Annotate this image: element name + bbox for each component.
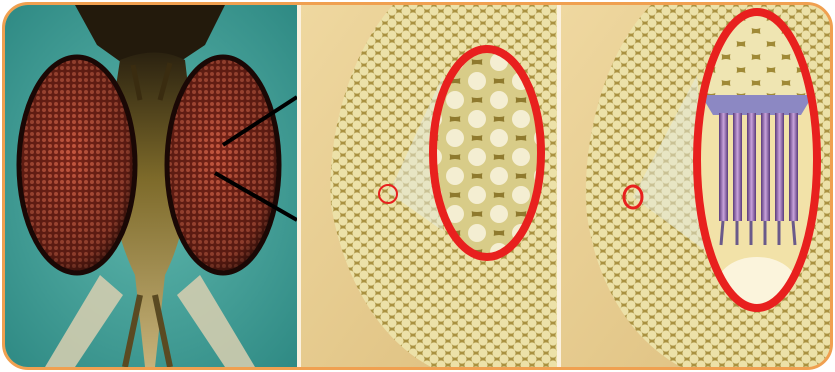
ommatidia-structure-zoom [561,5,830,367]
ommatidia-surface-zoom [301,5,557,367]
ommatidia-structure-image [561,5,830,367]
fly-head-image [5,5,297,367]
compound-eye-photo [5,5,297,367]
ommatidia-surface-image [301,5,557,367]
